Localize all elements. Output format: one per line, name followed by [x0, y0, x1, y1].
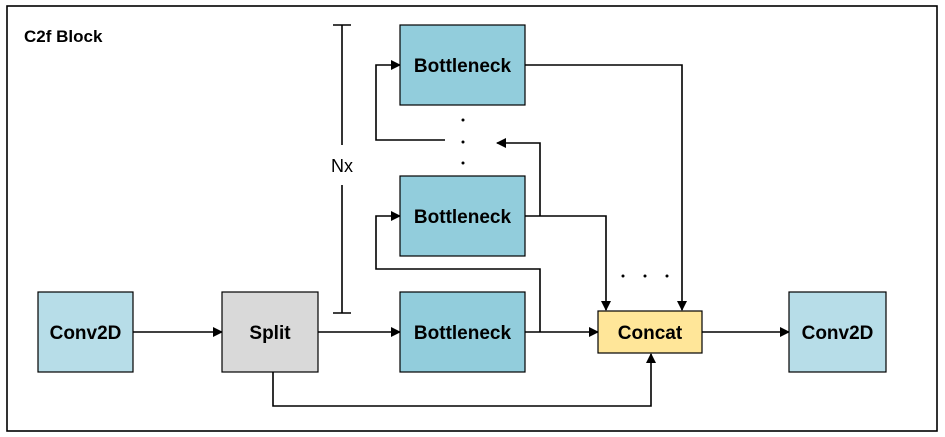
node-bottleneck-top: Bottleneck — [399, 24, 526, 106]
ellipsis-horizontal — [621, 274, 669, 278]
node-conv2d-input-label: Conv2D — [50, 323, 122, 344]
block-title: C2f Block — [24, 27, 103, 46]
node-conv2d-input: Conv2D — [37, 291, 134, 373]
node-concat-label: Concat — [618, 323, 683, 344]
repeat-label: Nx — [331, 156, 353, 176]
connectors — [133, 60, 790, 407]
ellipsis-vertical — [461, 118, 465, 165]
node-conv2d-output: Conv2D — [788, 291, 887, 373]
node-split-label: Split — [249, 323, 291, 344]
node-bottleneck-bottom: Bottleneck — [399, 291, 526, 373]
node-conv2d-output-label: Conv2D — [802, 323, 874, 344]
node-bottleneck-middle: Bottleneck — [399, 175, 526, 257]
node-split: Split — [221, 291, 319, 373]
repeat-bracket: Nx — [331, 24, 353, 314]
node-bottleneck-middle-label: Bottleneck — [414, 207, 512, 228]
node-bottleneck-bottom-label: Bottleneck — [414, 323, 512, 344]
node-concat: Concat — [597, 310, 703, 354]
node-bottleneck-top-label: Bottleneck — [414, 56, 512, 77]
